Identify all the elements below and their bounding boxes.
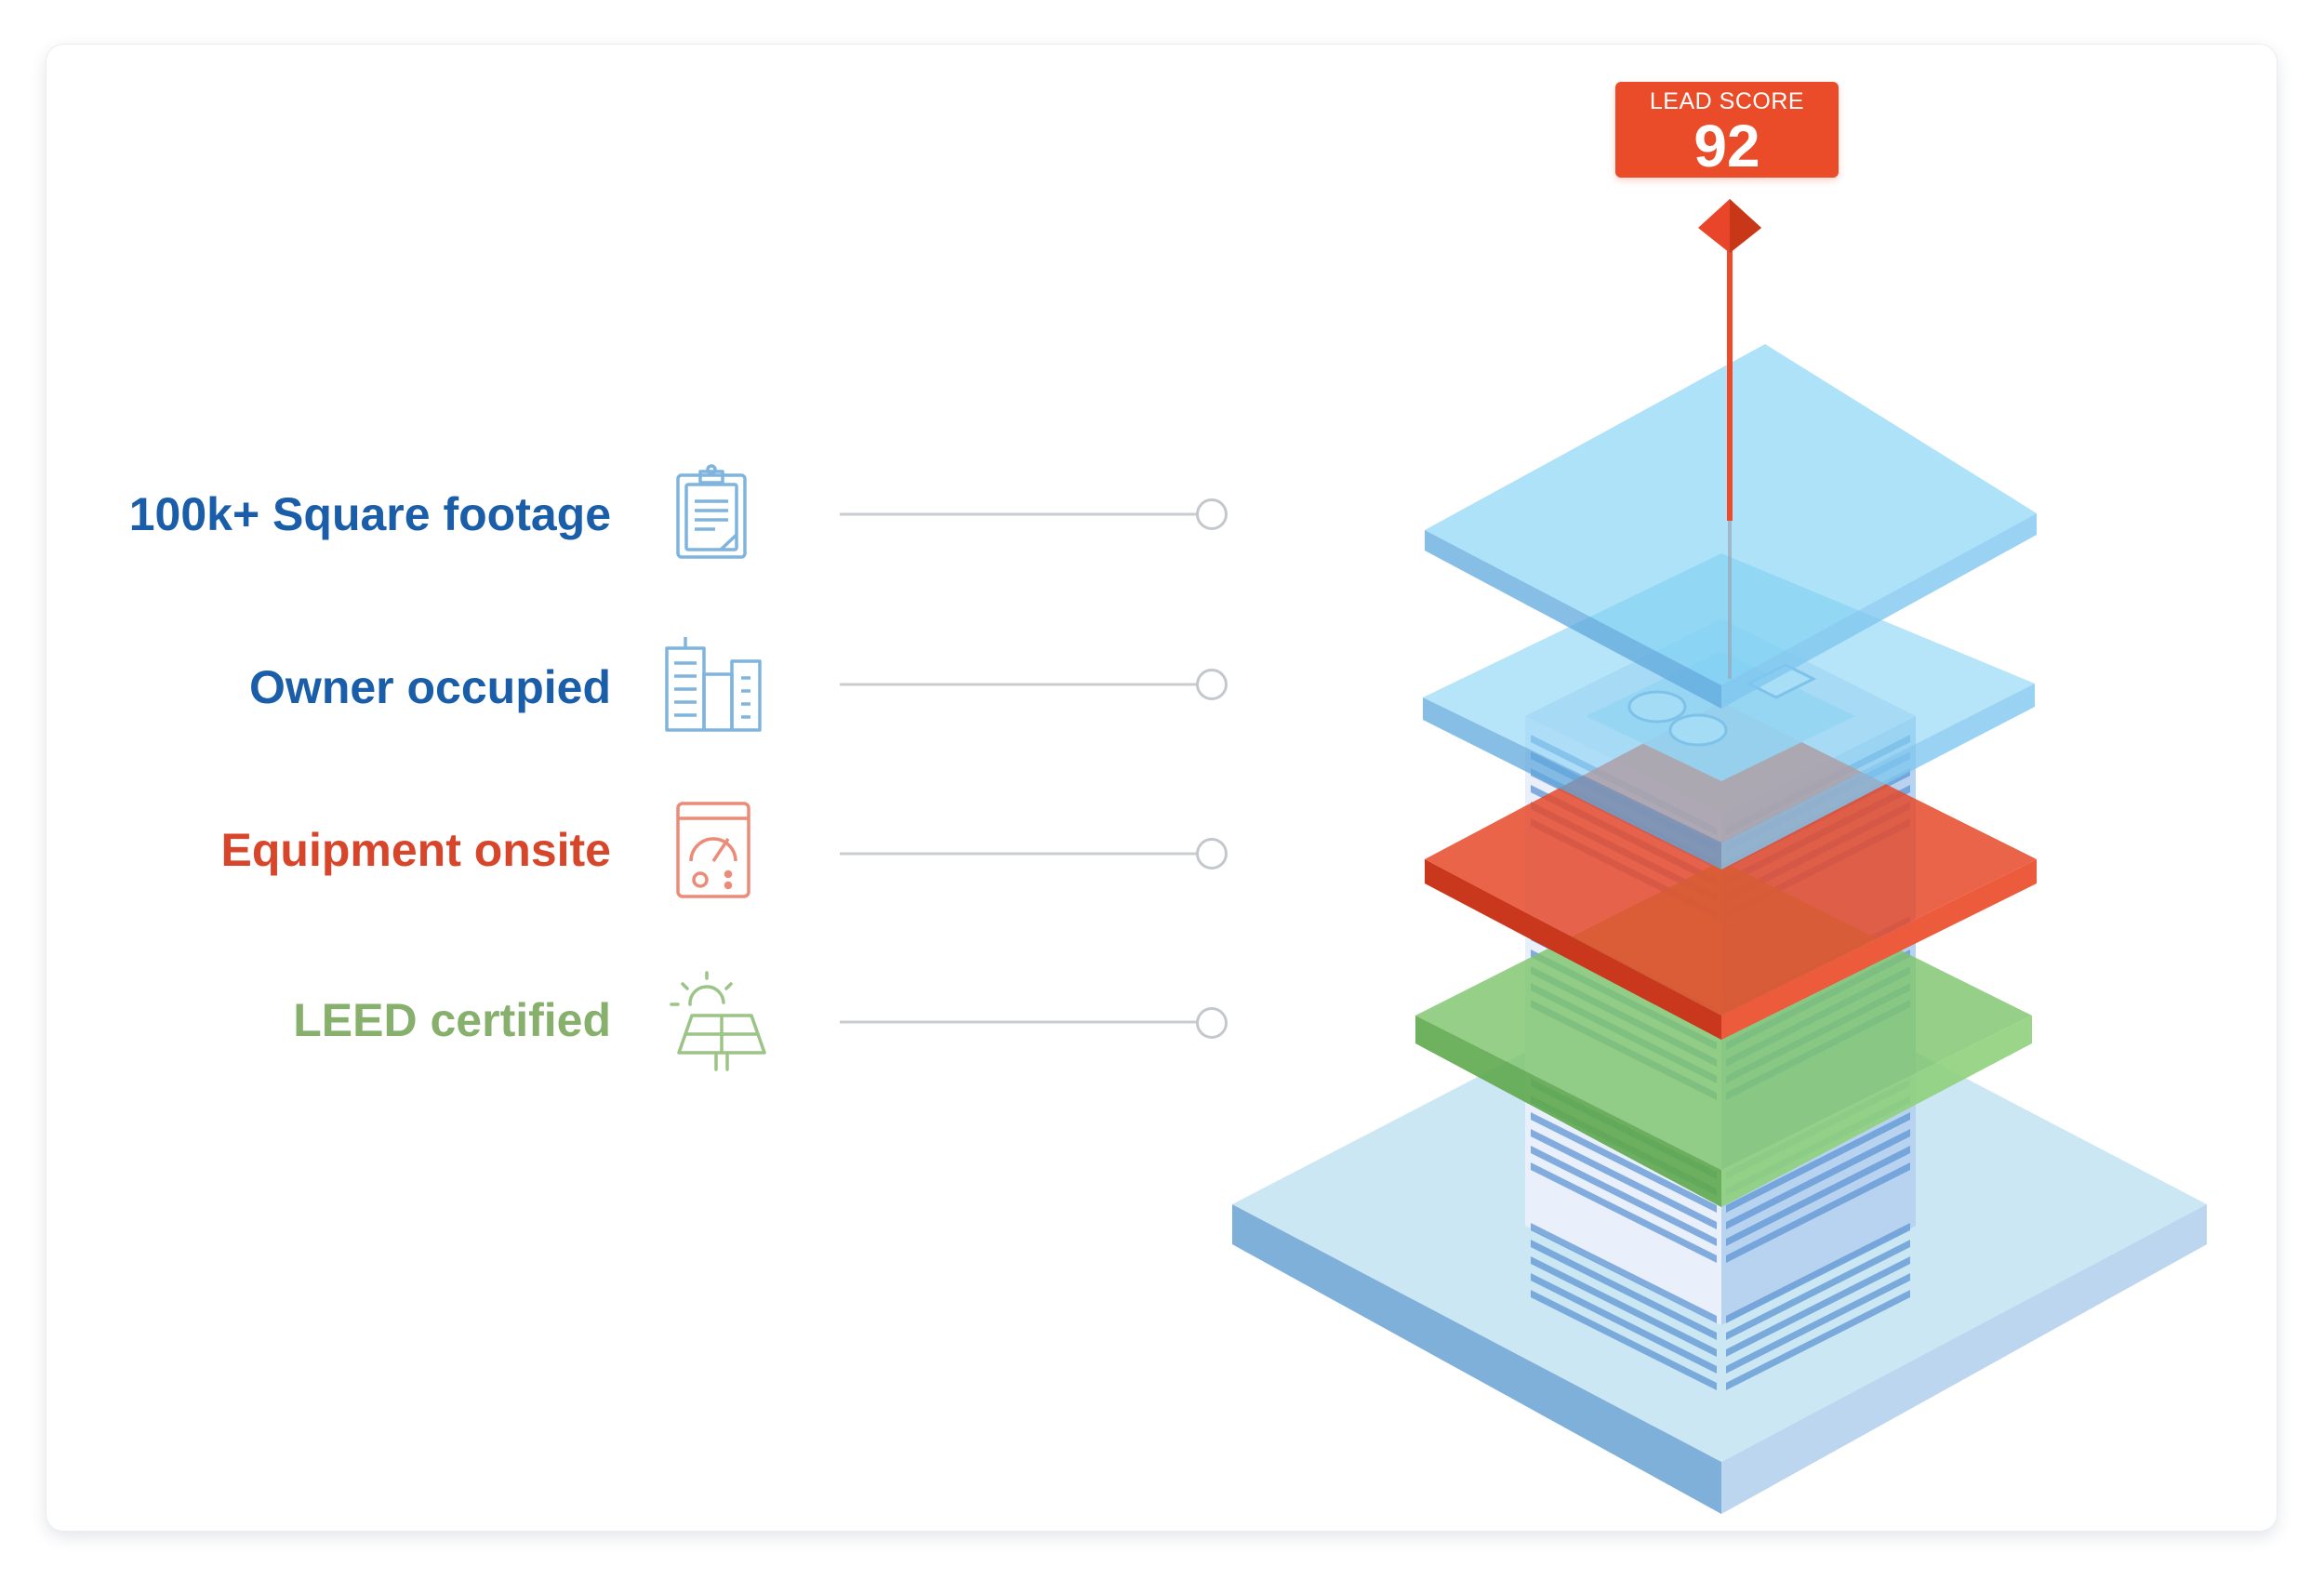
lead-score-title: LEAD SCORE xyxy=(1649,88,1805,114)
lead-score-badge: LEAD SCORE 92 xyxy=(1615,82,1839,178)
diagram-card xyxy=(46,45,2277,1531)
connector-line xyxy=(840,1020,1212,1024)
connector-end-dot xyxy=(1196,498,1228,530)
gauge-meter-icon xyxy=(676,802,750,898)
feature-label-owner-occupied: Owner occupied xyxy=(249,661,611,713)
buildings-icon xyxy=(665,637,762,732)
connector-end-dot xyxy=(1196,1007,1228,1039)
feature-label-square-footage: 100k+ Square footage xyxy=(128,488,611,540)
feature-label-leed-certified: LEED certified xyxy=(293,994,611,1046)
connector-end-dot xyxy=(1196,669,1228,700)
connector-end-dot xyxy=(1196,838,1228,870)
connector-line xyxy=(840,512,1212,516)
solar-panel-icon xyxy=(670,971,766,1071)
lead-score-value: 92 xyxy=(1693,113,1760,179)
connector-line xyxy=(840,683,1212,686)
connector-line xyxy=(840,852,1212,856)
feature-label-equipment-onsite: Equipment onsite xyxy=(220,824,611,876)
clipboard-icon xyxy=(676,464,747,559)
